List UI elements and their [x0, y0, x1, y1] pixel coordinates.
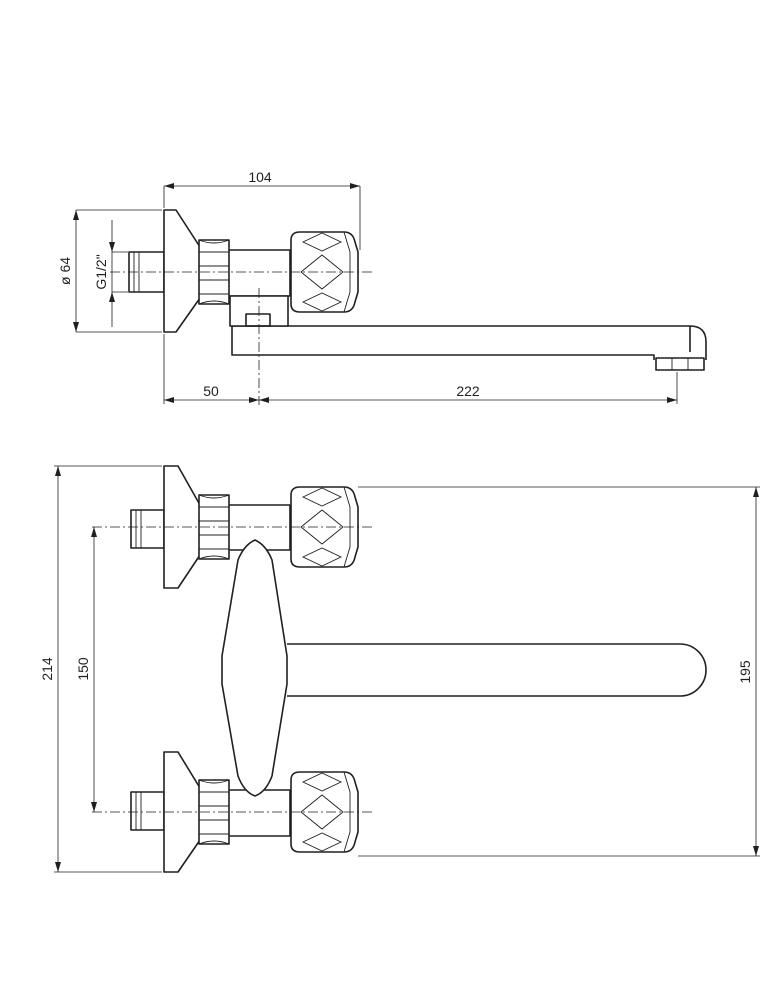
- mixer-body: [221, 539, 288, 797]
- side-view: 104 ø 64 G1/2" 50 222: [57, 169, 707, 405]
- spout-plan: [287, 643, 707, 697]
- dim-50-label: 50: [203, 383, 219, 399]
- dim-150-label: 150: [75, 657, 91, 681]
- dim-222-label: 222: [456, 383, 480, 399]
- front-view: 214 150 195: [39, 465, 760, 873]
- dim-104-label: 104: [248, 169, 272, 185]
- dim-195-label: 195: [737, 660, 753, 684]
- dim-diameter-label: ø 64: [57, 257, 73, 285]
- wall-flange: [163, 209, 201, 333]
- dim-thread-label: G1/2": [93, 254, 109, 289]
- dim-214-label: 214: [39, 657, 55, 681]
- spout: [231, 325, 707, 360]
